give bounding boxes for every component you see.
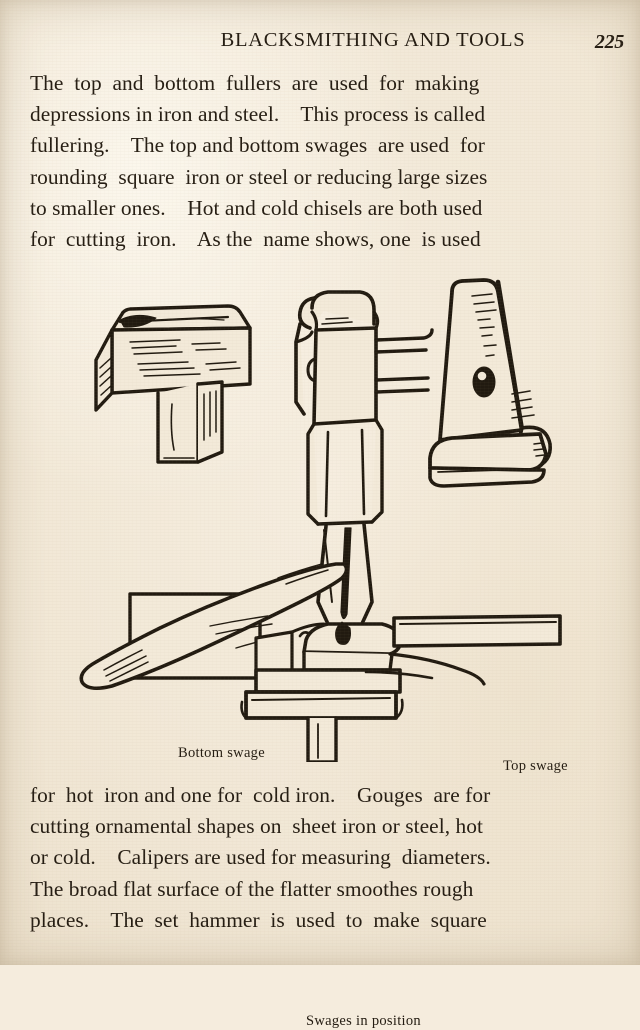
text-line: depressions in iron and steel. This proc… bbox=[30, 102, 486, 127]
text-line: for hot iron and one for cold iron. Goug… bbox=[30, 783, 491, 807]
page-number: 225 bbox=[594, 31, 624, 53]
running-head: BLACKSMITHING AND TOOLS bbox=[220, 29, 526, 51]
text-line: to smaller ones. Hot and cold chisels ar… bbox=[30, 195, 483, 220]
swages-in-position-drawing bbox=[79, 290, 562, 762]
text-line: places. The set hammer is used to make s… bbox=[30, 907, 487, 932]
page-content: BLACKSMITHING AND TOOLS 225 The top and … bbox=[30, 29, 628, 1029]
text-line: The broad flat surface of the flatter sm… bbox=[30, 876, 474, 901]
paragraph-top: The top and bottom fullers are used for … bbox=[30, 68, 610, 255]
illustration-swages: Bottom swage Top swage Swages in positio… bbox=[60, 272, 580, 1029]
caption-top-swage: Top swage bbox=[503, 758, 568, 774]
text-line: or cold. Calipers are used for measuring… bbox=[30, 845, 491, 870]
text-line: for cutting iron. As the name shows, one… bbox=[30, 227, 481, 252]
page-header: BLACKSMITHING AND TOOLS 225 bbox=[30, 29, 628, 59]
text-line: rounding square iron or steel or reducin… bbox=[30, 164, 488, 189]
caption-swages-in-position: Swages in position bbox=[306, 1013, 421, 1029]
bottom-swage-drawing bbox=[94, 304, 252, 464]
paragraph-bottom: for hot iron and one for cold iron. Goug… bbox=[30, 780, 610, 936]
text-line: cutting ornamental shapes on sheet iron … bbox=[30, 814, 483, 839]
caption-bottom-swage: Bottom swage bbox=[178, 745, 265, 761]
text-line: The top and bottom fullers are used for … bbox=[30, 71, 480, 95]
top-swage-drawing bbox=[428, 278, 552, 488]
text-line: fullering. The top and bottom swages are… bbox=[30, 133, 485, 158]
